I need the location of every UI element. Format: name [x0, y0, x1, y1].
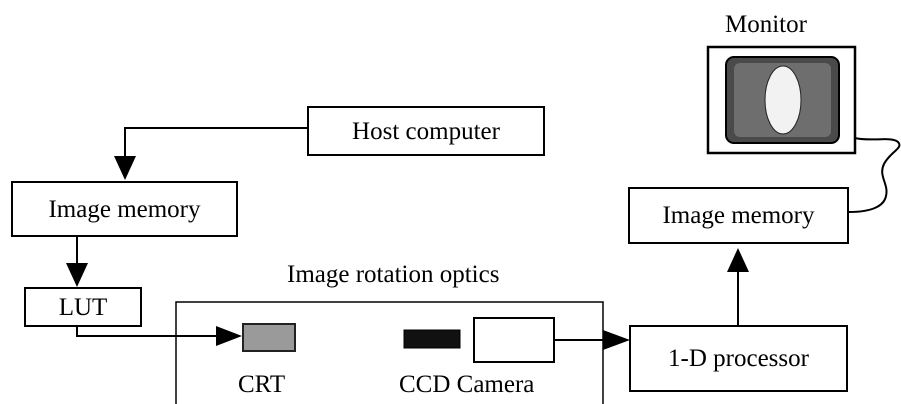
image-rotation-optics-label: Image rotation optics — [287, 261, 500, 288]
monitor-icon — [706, 45, 857, 155]
arrow-ccd-to-processor — [554, 330, 630, 350]
lut-box: LUT — [24, 287, 142, 327]
monitor-cable — [848, 137, 901, 213]
arrow-lut-to-crt — [76, 326, 242, 346]
crt-screen — [242, 323, 296, 352]
arrow-processor-to-memory — [727, 248, 749, 325]
host-computer-box: Host computer — [307, 106, 545, 156]
monitor-label: Monitor — [725, 11, 807, 38]
arrow-memory-to-lut — [66, 236, 88, 287]
ccd-camera-body — [473, 317, 555, 363]
ccd-camera-label: CCD Camera — [399, 371, 535, 398]
image-memory-box-left: Image memory — [11, 181, 238, 237]
ccd-lens — [403, 329, 461, 349]
processor-1d-box: 1-D processor — [629, 325, 848, 392]
image-memory-box-right: Image memory — [628, 187, 849, 244]
image-rotation-optics-box — [175, 301, 604, 404]
crt-label: CRT — [238, 371, 286, 398]
arrow-host-to-memory — [114, 127, 308, 180]
